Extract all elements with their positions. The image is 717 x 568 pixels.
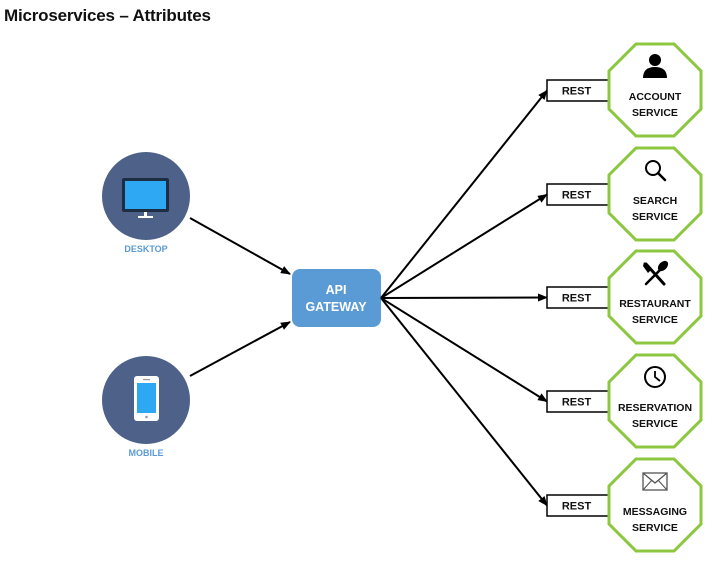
client-desktop: DESKTOP <box>102 152 190 254</box>
service-suffix: SERVICE <box>632 107 678 119</box>
page-title: Microservices – Attributes <box>4 6 211 25</box>
desktop-label: DESKTOP <box>124 244 167 254</box>
service-suffix: SERVICE <box>632 522 678 534</box>
service-suffix: SERVICE <box>632 314 678 326</box>
arrow-gateway-to-reservation <box>380 297 548 403</box>
search-icon <box>645 160 667 182</box>
service-suffix: SERVICE <box>632 211 678 223</box>
rest-label: REST <box>562 293 592 305</box>
api-gateway: API GATEWAY <box>292 269 381 327</box>
arrow-desktop-to-gateway <box>189 217 291 275</box>
arrow-gateway-to-account <box>380 89 548 299</box>
gateway-box <box>292 269 381 327</box>
mobile-phone-icon <box>134 376 159 421</box>
gateway-label-line2: GATEWAY <box>305 300 367 314</box>
service-messaging: REST MESSAGING SERVICE <box>546 457 703 553</box>
user-icon <box>643 54 667 78</box>
arrow-gateway-to-restaurant <box>380 293 548 302</box>
service-name: ACCOUNT <box>629 91 682 103</box>
service-reservation: REST RESERVATION SERVICE <box>546 353 703 449</box>
service-name: MESSAGING <box>623 506 687 518</box>
service-octagon <box>607 249 703 345</box>
service-octagon <box>607 146 703 242</box>
service-suffix: SERVICE <box>632 418 678 430</box>
service-restaurant: REST RESTAURANT SERVICE <box>546 249 703 345</box>
desktop-monitor-icon <box>122 178 169 218</box>
service-name: RESERVATION <box>618 402 692 414</box>
rest-label: REST <box>562 190 592 202</box>
rest-label: REST <box>562 397 592 409</box>
service-name: RESTAURANT <box>619 298 691 310</box>
arrow-gateway-to-search <box>380 193 548 299</box>
gateway-label-line1: API <box>326 283 347 297</box>
service-name: SEARCH <box>633 195 677 207</box>
client-mobile: MOBILE <box>102 356 190 458</box>
service-octagon <box>607 42 703 138</box>
clock-icon <box>644 366 666 388</box>
envelope-icon <box>642 472 668 491</box>
rest-label: REST <box>562 86 592 98</box>
fork-spoon-icon <box>643 260 669 286</box>
arrow-mobile-to-gateway <box>189 321 291 377</box>
rest-label: REST <box>562 501 592 513</box>
service-octagon <box>607 457 703 553</box>
mobile-label: MOBILE <box>129 448 164 458</box>
service-search: REST SEARCH SERVICE <box>546 146 703 242</box>
service-octagon <box>607 353 703 449</box>
service-account: REST ACCOUNT SERVICE <box>546 42 703 138</box>
arrow-gateway-to-messaging <box>380 297 548 507</box>
